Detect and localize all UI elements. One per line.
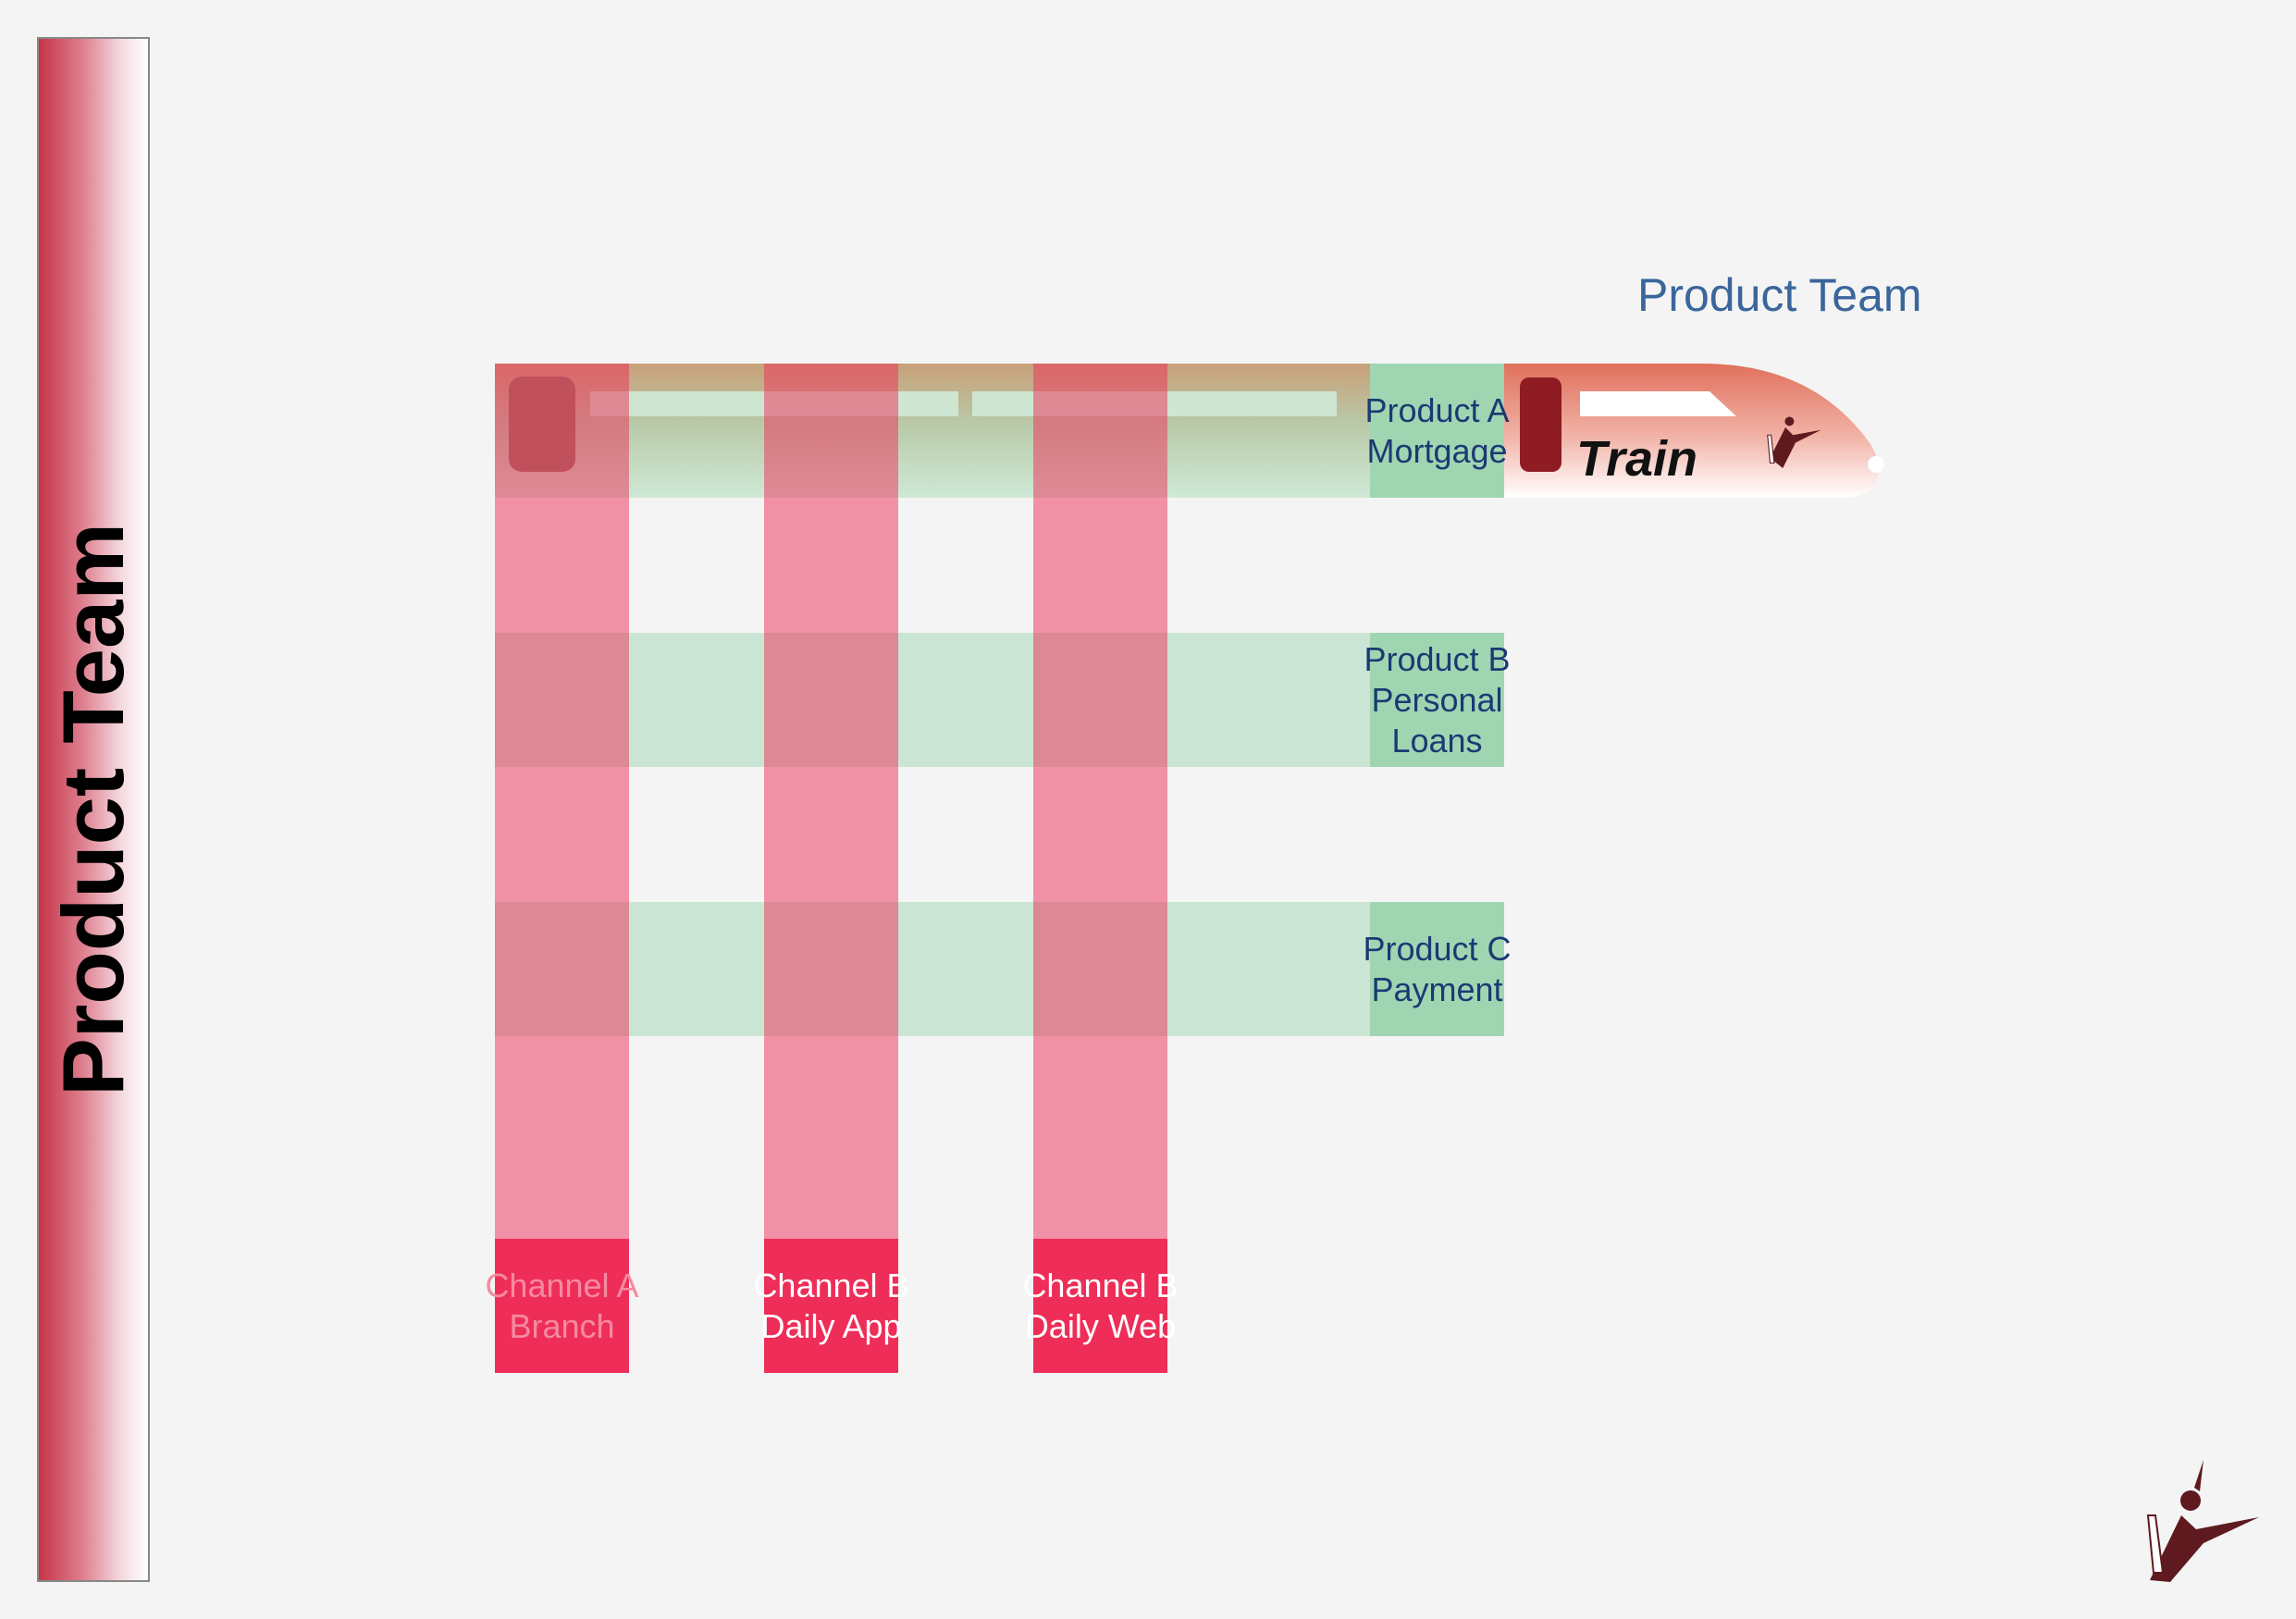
- channel-b-app-type: Daily App: [760, 1306, 902, 1345]
- product-strip-c: [495, 902, 1370, 1036]
- product-a-type: Mortgage: [1366, 431, 1508, 470]
- channel-b-app-label: Channel B Daily App: [753, 1239, 909, 1373]
- product-team-heading: Product Team: [1637, 269, 1922, 321]
- channel-strip-b-web: [1033, 364, 1167, 1239]
- train-nose-door: [1520, 377, 1562, 472]
- leaping-figure-logo-icon: [2146, 1460, 2259, 1582]
- product-b-type-cont: Loans: [1391, 721, 1483, 760]
- product-a-label: Product A Mortgage: [1364, 364, 1510, 498]
- train-headlight: [1868, 456, 1884, 473]
- channel-strip-a: [495, 364, 629, 1239]
- product-c-label: Product C Payment: [1363, 902, 1512, 1036]
- train-body: [495, 364, 1370, 498]
- channel-a-name: Channel A: [485, 1266, 639, 1304]
- product-c-name: Product C: [1363, 929, 1512, 968]
- sidebar-panel: [37, 37, 150, 1582]
- channel-b-web-name: Channel B: [1022, 1266, 1179, 1304]
- train-nose-window: [1580, 391, 1736, 416]
- product-b-name: Product B: [1364, 639, 1511, 678]
- product-a-name: Product A: [1364, 390, 1510, 429]
- channel-b-web-type: Daily Web: [1024, 1306, 1177, 1345]
- train-door: [509, 377, 575, 472]
- train-logo-icon: [1767, 416, 1821, 468]
- product-b-label: Product B Personal Loans: [1364, 633, 1511, 767]
- channel-a-type: Branch: [509, 1306, 615, 1345]
- product-strip-b: [495, 633, 1370, 767]
- channel-b-app-name: Channel B: [753, 1266, 909, 1304]
- train-label: Train: [1576, 431, 1698, 487]
- channel-b-web-label: Channel B Daily Web: [1022, 1239, 1179, 1373]
- product-b-type: Personal: [1371, 680, 1503, 719]
- channel-strip-b-app: [764, 364, 898, 1239]
- channel-a-label: Channel A Branch: [485, 1239, 639, 1373]
- product-c-type: Payment: [1371, 970, 1503, 1008]
